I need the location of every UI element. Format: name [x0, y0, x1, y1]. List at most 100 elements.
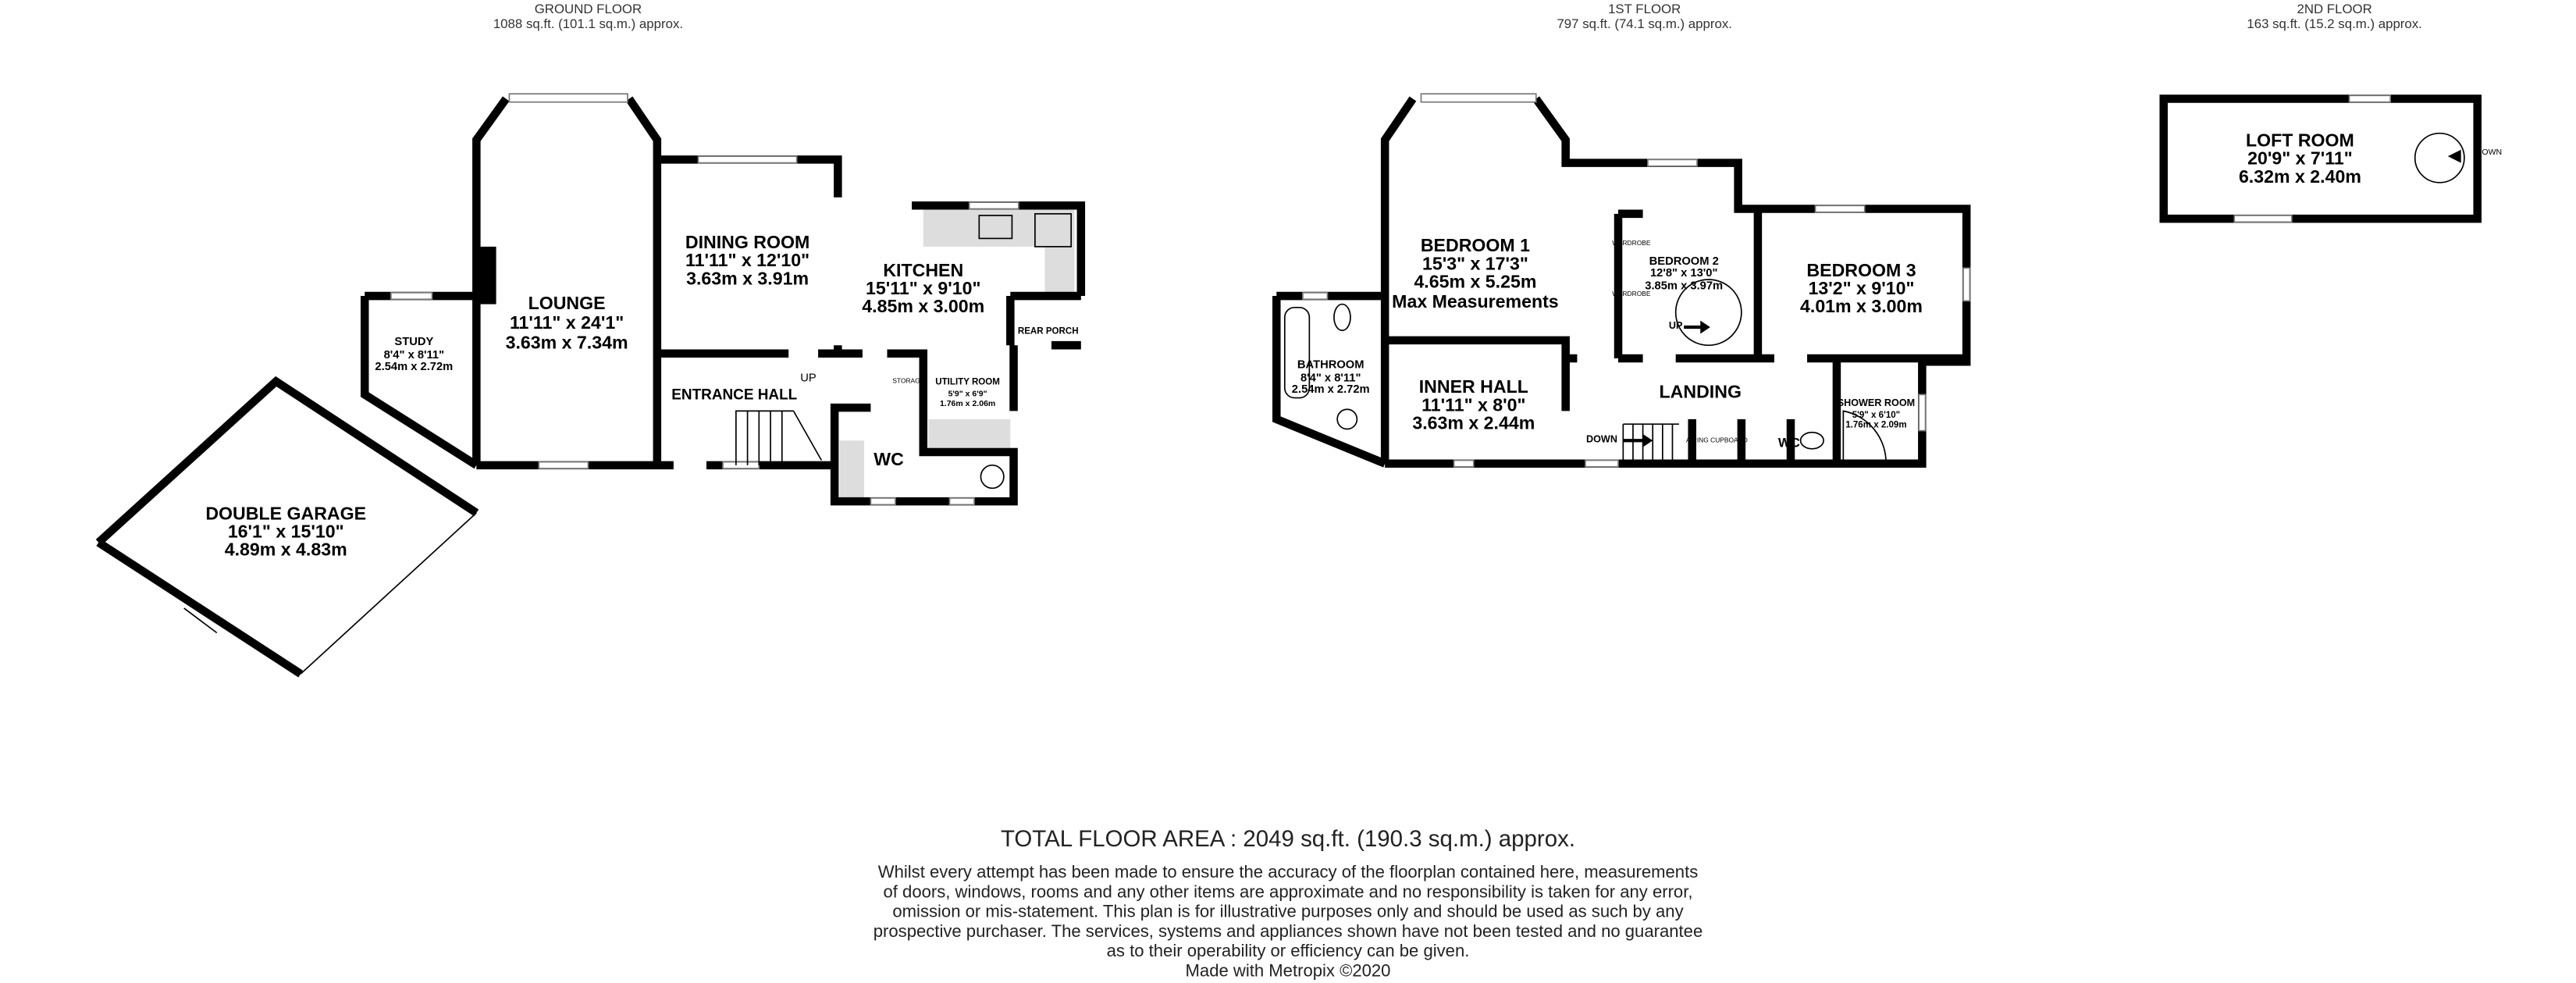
window: [538, 461, 589, 469]
floor-area: 797 sq.ft. (74.1 sq.m.) approx.: [1557, 16, 1732, 31]
spiral-staircase: [2414, 132, 2465, 183]
room-wc: WC: [1778, 436, 1800, 451]
utility-worktop: [928, 418, 1011, 452]
svg-text:15'11" x 9'10": 15'11" x 9'10": [866, 278, 981, 298]
stairs-down-label: DOWN: [1586, 433, 1617, 444]
svg-text:4.01m x 3.00m: 4.01m x 3.00m: [1800, 296, 1923, 316]
window: [1453, 459, 1475, 468]
stairs-up-label: UP: [1669, 320, 1683, 331]
room-wc: WC: [873, 449, 904, 469]
room-bedroom-3: BEDROOM 313'2" x 9'10"4.01m x 3.00m: [1800, 260, 1923, 316]
window: [390, 292, 433, 301]
floor-area: 163 sq.ft. (15.2 sq.m.) approx.: [2247, 16, 2421, 31]
window: [1302, 292, 1329, 301]
total-floor-area: TOTAL FLOOR AREA : 2049 sq.ft. (190.3 sq…: [1001, 826, 1575, 852]
svg-text:4.85m x 3.00m: 4.85m x 3.00m: [862, 296, 984, 316]
kitchen-worktop: [1044, 205, 1075, 297]
svg-text:2.54m x 2.72m: 2.54m x 2.72m: [375, 361, 453, 373]
svg-text:8'4" x 8'11": 8'4" x 8'11": [1300, 372, 1361, 384]
room-landing: LANDING: [1660, 382, 1742, 402]
wardrobe: WARDROBE: [1612, 290, 1651, 297]
svg-text:INNER HALL: INNER HALL: [1419, 376, 1528, 397]
garage-window: [183, 607, 218, 634]
svg-text:3.85m x 3.97m: 3.85m x 3.97m: [1645, 280, 1723, 293]
svg-text:BEDROOM 2: BEDROOM 2: [1649, 255, 1719, 268]
floor-title: GROUND FLOOR: [535, 2, 642, 16]
floor-title: 1ST FLOOR: [1608, 2, 1681, 16]
room-bedroom-2: BEDROOM 212'8" x 13'0"3.85m x 3.97m: [1645, 255, 1723, 293]
window: [1918, 394, 1927, 432]
window: [508, 93, 628, 103]
svg-text:BEDROOM 1: BEDROOM 1: [1421, 235, 1530, 255]
fireplace: [479, 246, 496, 305]
svg-text:UTILITY ROOM: UTILITY ROOM: [935, 378, 1000, 387]
stairs-up-label: UP: [800, 372, 817, 384]
svg-text:11'11" x 8'0": 11'11" x 8'0": [1421, 394, 1525, 415]
window: [697, 155, 798, 164]
room-utility-room: UTILITY ROOM 5'9" x 6'9"1.76m x 2.06m: [935, 378, 1000, 408]
stairs-down-label: DOWN: [2476, 148, 2502, 157]
svg-text:6.32m x 2.40m: 6.32m x 2.40m: [2239, 166, 2361, 187]
svg-text:11'11" x 24'1": 11'11" x 24'1": [510, 312, 624, 333]
room-storage: STORAGE: [892, 377, 924, 385]
hob: [1034, 212, 1073, 248]
spiral-staircase: [1674, 279, 1742, 347]
svg-text:DOUBLE GARAGE: DOUBLE GARAGE: [205, 503, 366, 523]
toilet: [1799, 431, 1824, 450]
kitchen-sink: [978, 215, 1013, 240]
toilet: [1333, 303, 1351, 332]
walls: [95, 96, 1086, 678]
window: [1647, 158, 1698, 167]
window: [948, 497, 975, 506]
disclaimer-line: omission or mis-statement. This plan is …: [892, 902, 1683, 921]
svg-text:20'9" x 7'11": 20'9" x 7'11": [2247, 148, 2353, 169]
window: [722, 461, 760, 469]
window: [870, 497, 896, 506]
wc-basin-unit: [839, 440, 865, 498]
arrow-down-icon: [1623, 433, 1653, 447]
wardrobe: WARDROBE: [1612, 239, 1651, 247]
bath: [1283, 306, 1311, 399]
ground-floor-plan: UP: [95, 93, 1086, 678]
svg-text:13'2" x 9'10": 13'2" x 9'10": [1809, 278, 1915, 298]
window: [1585, 459, 1619, 468]
svg-text:STUDY: STUDY: [394, 336, 433, 348]
disclaimer-line: prospective purchaser. The services, sys…: [873, 921, 1703, 941]
svg-text:BATHROOM: BATHROOM: [1297, 359, 1364, 372]
credit: Made with Metropix ©2020: [1186, 960, 1391, 980]
disclaimer-line: Whilst every attempt has been made to en…: [878, 862, 1699, 881]
arrow-up-icon: [1684, 320, 1710, 334]
footer: TOTAL FLOOR AREA : 2049 sq.ft. (190.3 sq…: [873, 826, 1703, 980]
svg-text:4.89m x 4.83m: 4.89m x 4.83m: [225, 540, 347, 560]
svg-text:BEDROOM 3: BEDROOM 3: [1806, 260, 1916, 280]
svg-text:5'9" x 6'9": 5'9" x 6'9": [948, 389, 987, 398]
svg-text:DINING ROOM: DINING ROOM: [685, 232, 809, 252]
ground-floor-header: GROUND FLOOR 1088 sq.ft. (101.1 sq.m.) a…: [493, 2, 683, 31]
disclaimer-line: of doors, windows, rooms and any other i…: [884, 881, 1693, 901]
window: [1814, 205, 1866, 213]
svg-text:3.63m x 2.44m: 3.63m x 2.44m: [1412, 413, 1535, 433]
first-floor-plan: [1272, 93, 1971, 468]
window: [2233, 215, 2293, 223]
floor-area: 1088 sq.ft. (101.1 sq.m.) approx.: [493, 16, 683, 31]
svg-text:1.76m x 2.06m: 1.76m x 2.06m: [940, 399, 995, 408]
room-rear-porch: REAR PORCH: [1018, 326, 1079, 336]
room-entrance-hall: ENTRANCE HALL: [671, 387, 797, 404]
window: [2348, 94, 2392, 103]
svg-text:3.63m x 7.34m: 3.63m x 7.34m: [506, 332, 628, 352]
svg-text:4.65m x 5.25m: 4.65m x 5.25m: [1414, 272, 1536, 292]
svg-text:8'4" x 8'11": 8'4" x 8'11": [384, 349, 444, 362]
basin: [1336, 408, 1358, 430]
staircase: [1622, 423, 1679, 464]
svg-text:1.76m x 2.09m: 1.76m x 2.09m: [1845, 420, 1906, 429]
